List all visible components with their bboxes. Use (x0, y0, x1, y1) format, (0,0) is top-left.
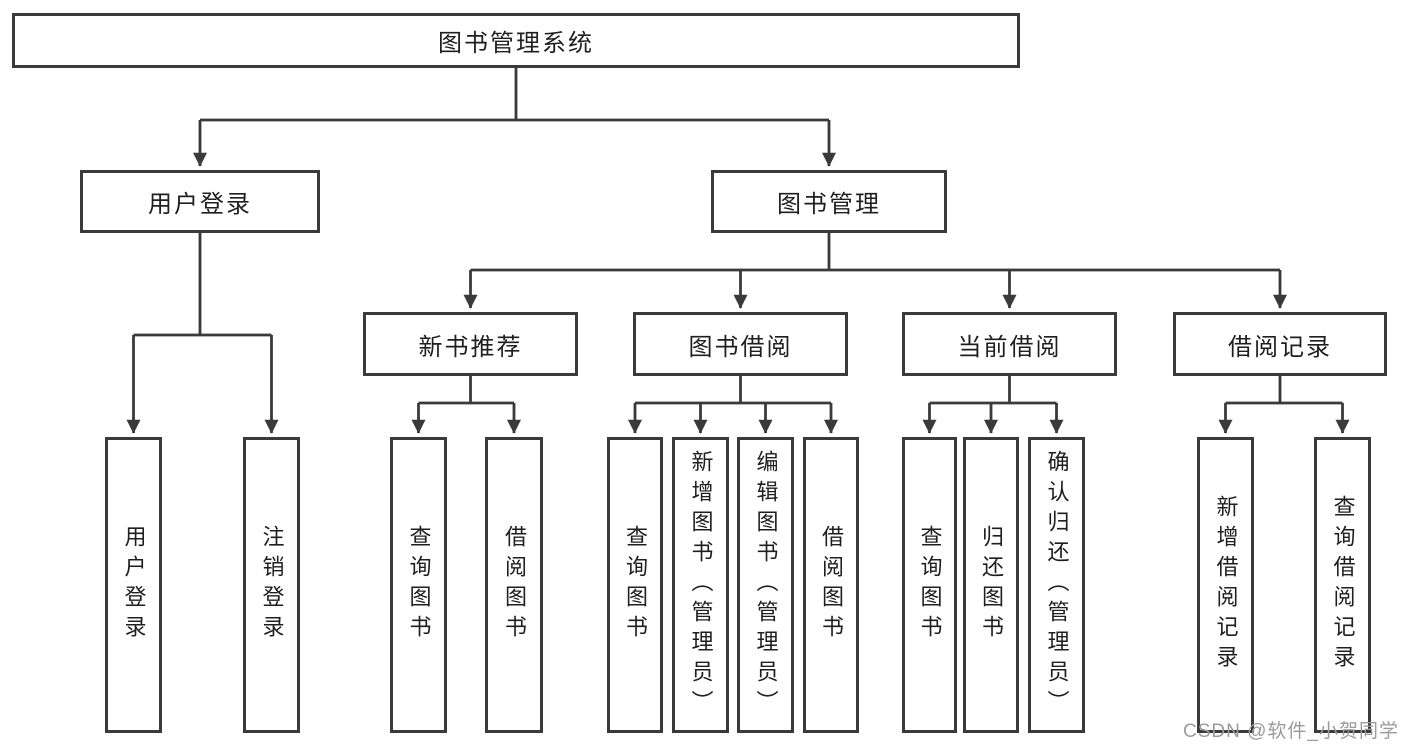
leaf-label: 新增借阅记录 (1213, 495, 1239, 675)
node-library-management-system: 图书管理系统 (12, 13, 1020, 68)
leaf-add-borrow-record: 新增借阅记录 (1197, 437, 1254, 733)
leaf-query-borrow-record: 查询借阅记录 (1314, 437, 1371, 733)
leaf-label: 编辑图书（管理员） (753, 450, 779, 720)
node-book-borrowing: 图书借阅 (633, 312, 848, 376)
node-label: 当前借阅 (957, 333, 1062, 361)
leaf-label: 查询图书 (623, 525, 648, 645)
node-borrowing-records: 借阅记录 (1173, 312, 1387, 376)
leaf-logout: 注销登录 (243, 437, 300, 733)
leaf-label: 用户登录 (121, 525, 147, 645)
node-label: 用户登录 (148, 191, 252, 218)
leaf-return-books: 归还图书 (963, 437, 1019, 733)
leaf-label: 查询图书 (406, 525, 432, 645)
node-label: 新书推荐 (418, 333, 523, 361)
watermark: CSDN @软件_小贺同学 (1183, 721, 1399, 742)
node-label: 图书管理系统 (438, 30, 594, 57)
node-label: 图书借阅 (688, 333, 793, 361)
node-new-book-recommendation: 新书推荐 (363, 312, 578, 376)
leaf-label: 借阅图书 (502, 525, 527, 645)
leaf-user-login: 用户登录 (105, 437, 162, 733)
leaf-label: 注销登录 (259, 525, 285, 645)
leaf-label: 查询借阅记录 (1330, 495, 1356, 675)
leaf-query-books-current: 查询图书 (902, 437, 957, 733)
leaf-label: 查询图书 (917, 525, 943, 645)
leaf-query-books-recommendation: 查询图书 (390, 437, 447, 733)
node-label: 借阅记录 (1228, 333, 1332, 361)
leaf-label: 确认归还（管理员） (1044, 450, 1070, 720)
leaf-label: 借阅图书 (819, 525, 844, 645)
leaf-confirm-return-admin: 确认归还（管理员） (1028, 437, 1085, 733)
leaf-label: 新增图书（管理员） (688, 450, 714, 720)
leaf-borrow-books-recommendation: 借阅图书 (485, 437, 543, 733)
node-current-borrowing: 当前借阅 (902, 312, 1117, 376)
node-user-login: 用户登录 (80, 170, 320, 233)
leaf-borrow-books: 借阅图书 (803, 437, 859, 733)
leaf-label: 归还图书 (979, 525, 1004, 645)
leaf-add-books-admin: 新增图书（管理员） (672, 437, 729, 733)
node-label: 图书管理 (777, 191, 881, 218)
leaf-edit-books-admin: 编辑图书（管理员） (737, 437, 794, 733)
node-book-management: 图书管理 (711, 170, 947, 233)
leaf-query-books-borrowing: 查询图书 (607, 437, 663, 733)
